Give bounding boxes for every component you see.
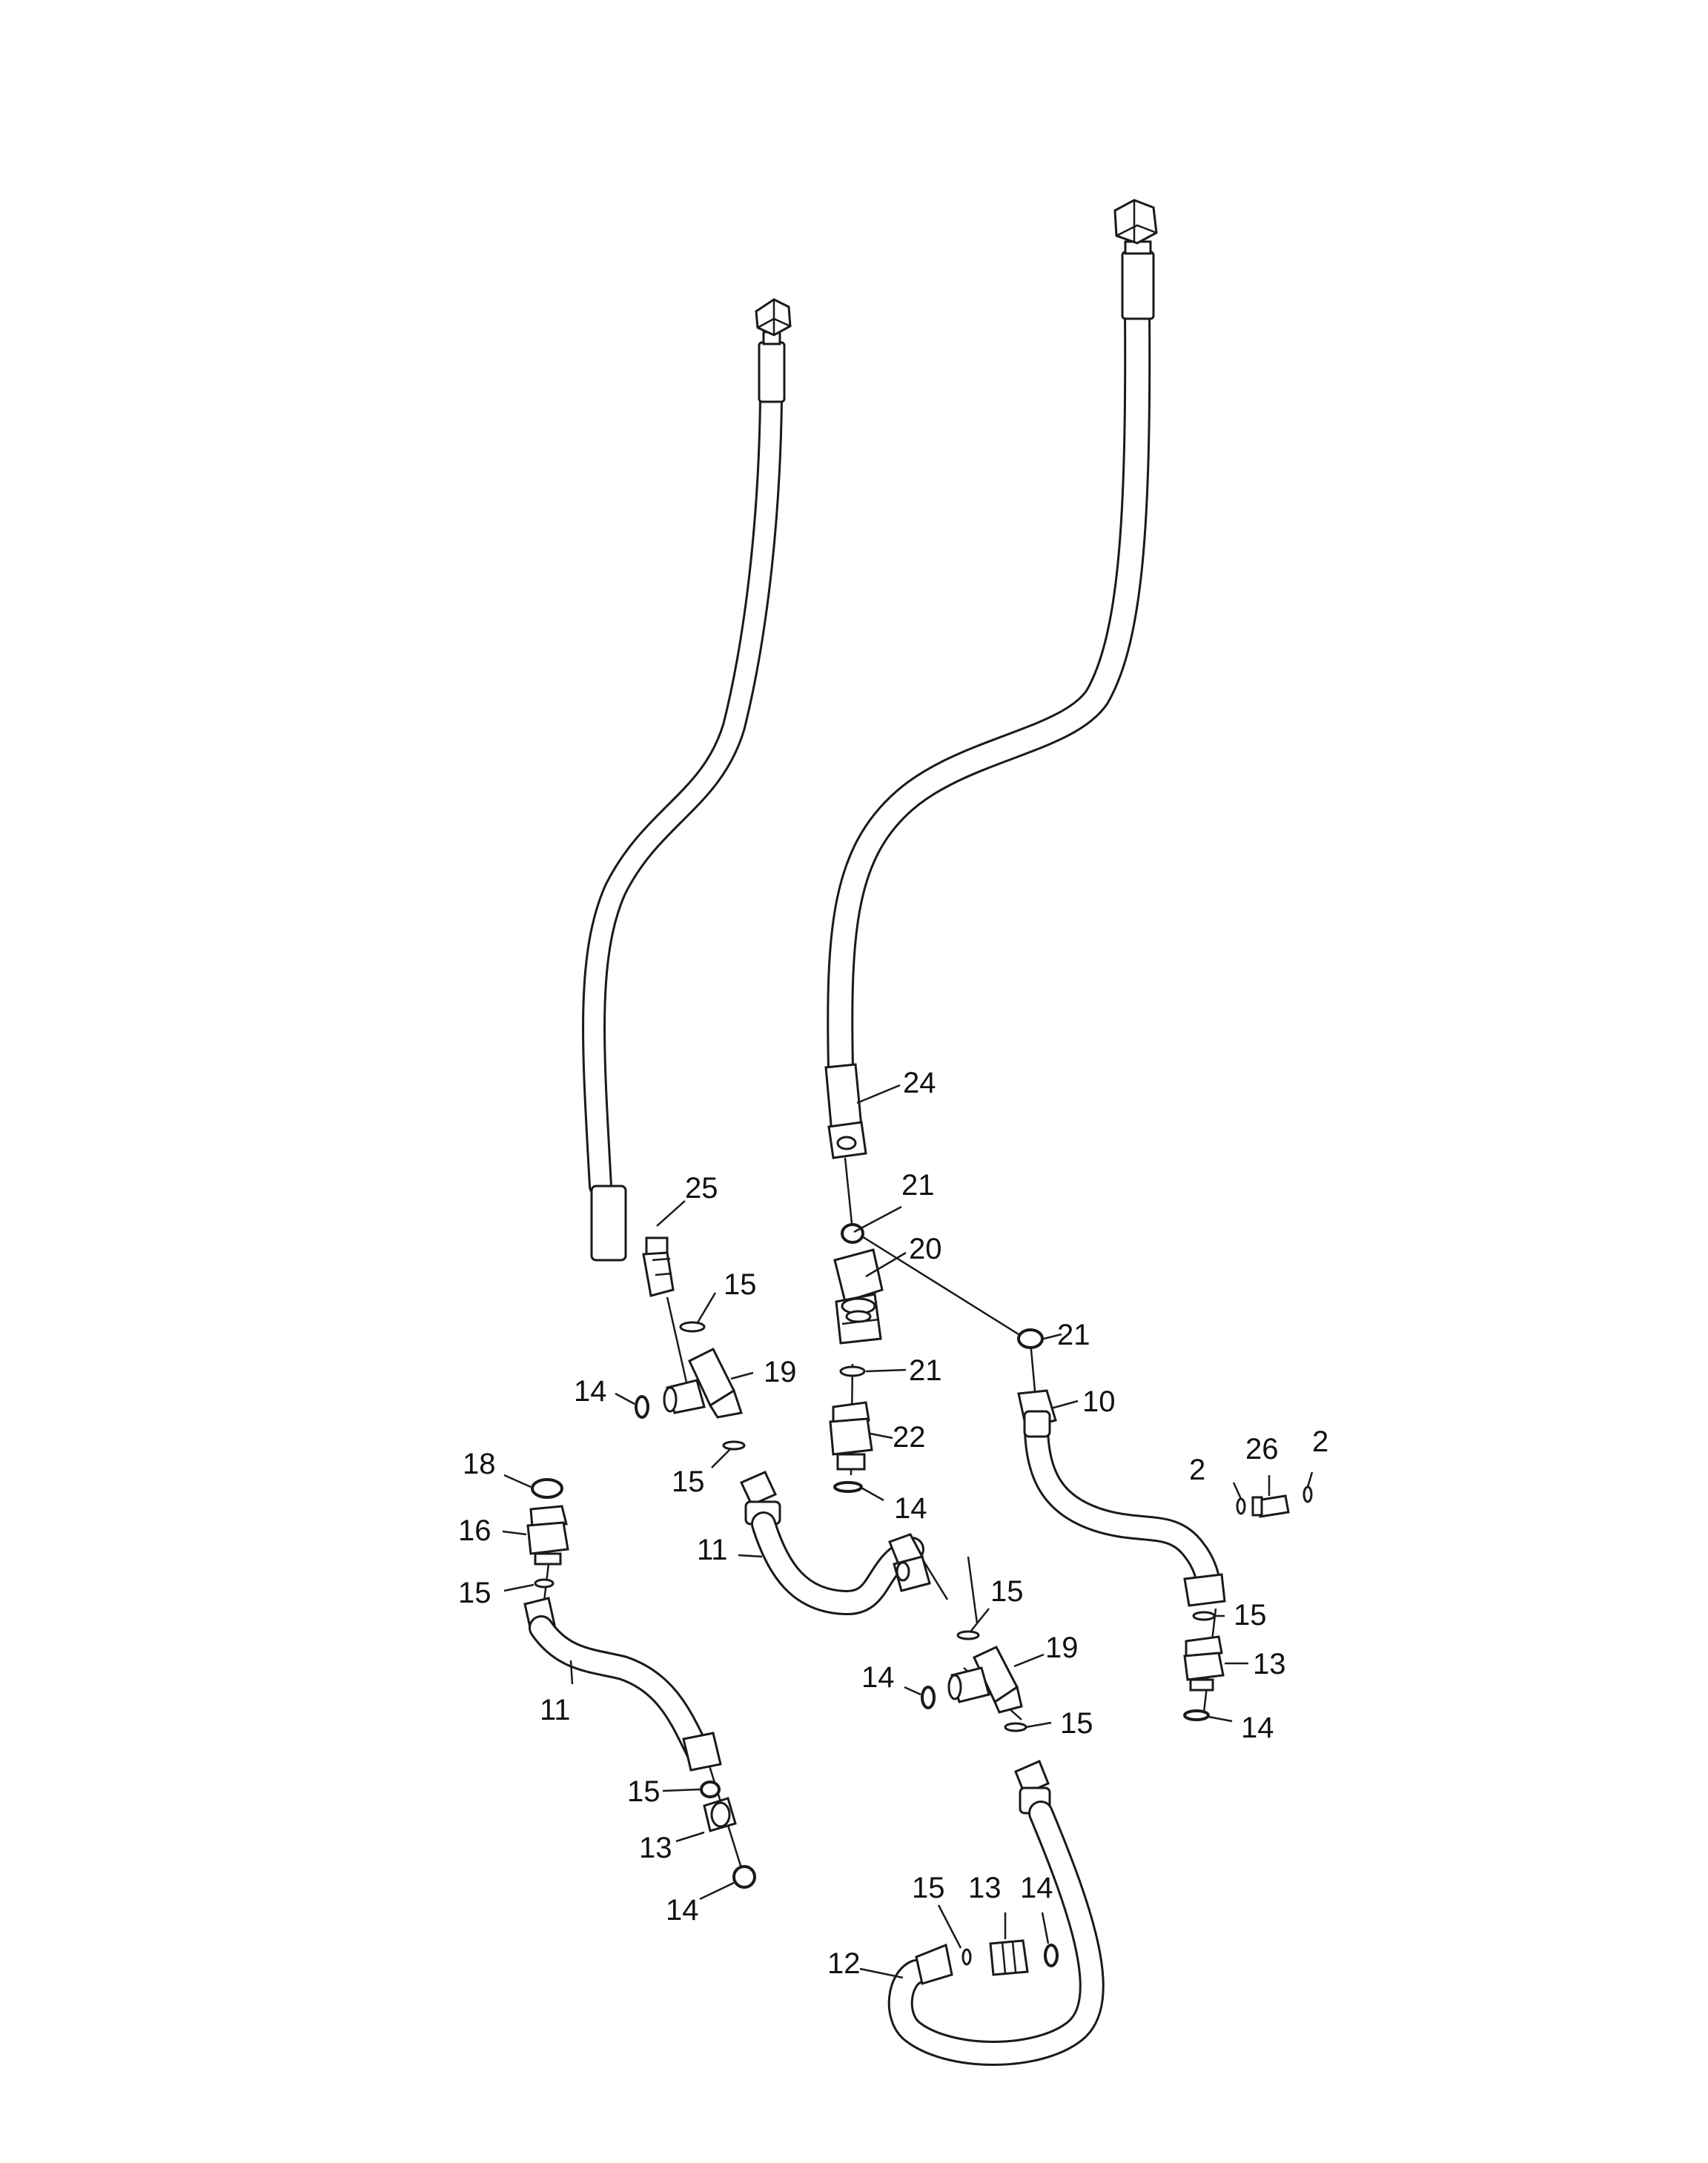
callout-14: 14 xyxy=(894,1492,927,1525)
callout-13: 13 xyxy=(968,1872,1002,1904)
callout-14: 14 xyxy=(1020,1872,1053,1904)
fitting-26 xyxy=(1236,1485,1313,1518)
callout-14: 14 xyxy=(574,1375,607,1408)
callout-11: 11 xyxy=(540,1694,571,1726)
callout-15: 15 xyxy=(1060,1707,1093,1740)
hose-25 xyxy=(582,298,792,1297)
callout-14: 14 xyxy=(861,1661,895,1694)
callout-2: 2 xyxy=(1312,1425,1328,1458)
callout-16: 16 xyxy=(458,1514,491,1547)
leader-lines xyxy=(502,1084,1314,1979)
callout-labels: 24 25 21 20 21 21 10 15 19 14 15 22 14 2… xyxy=(458,1067,1328,1980)
hose-10-right xyxy=(1017,1389,1226,1607)
callout-24: 24 xyxy=(903,1067,936,1099)
callout-15: 15 xyxy=(458,1577,491,1609)
callout-12: 12 xyxy=(827,1947,861,1980)
hose-11-center xyxy=(739,1471,931,1615)
callout-22: 22 xyxy=(893,1421,926,1454)
callout-15: 15 xyxy=(627,1775,661,1808)
hose-24 xyxy=(824,199,1158,1159)
callout-14: 14 xyxy=(1241,1712,1274,1744)
tee-fitting-19-lower xyxy=(921,1630,1027,1732)
tee-fitting-19-upper xyxy=(635,1321,746,1451)
callout-15: 15 xyxy=(1234,1599,1267,1632)
callout-19: 19 xyxy=(764,1356,797,1388)
callout-13: 13 xyxy=(639,1832,672,1864)
fitting-stack-left-bottom xyxy=(700,1781,756,1889)
callout-26: 26 xyxy=(1245,1433,1279,1465)
hose-11-left xyxy=(523,1597,722,1772)
callout-13: 13 xyxy=(1253,1648,1286,1680)
callout-21: 21 xyxy=(1057,1319,1090,1351)
callout-25: 25 xyxy=(685,1172,718,1205)
callout-15: 15 xyxy=(990,1575,1024,1608)
fitting-stack-right xyxy=(1183,1611,1225,1721)
callout-2: 2 xyxy=(1189,1454,1205,1486)
fitting-stack-left xyxy=(526,1478,569,1589)
callout-21: 21 xyxy=(901,1169,935,1202)
callout-15: 15 xyxy=(912,1872,945,1904)
callout-11: 11 xyxy=(697,1534,728,1566)
ring-21-right xyxy=(1017,1328,1044,1349)
callout-10: 10 xyxy=(1082,1385,1116,1418)
callout-18: 18 xyxy=(463,1448,496,1480)
fitting-stack-center xyxy=(829,1223,884,1493)
callout-19: 19 xyxy=(1045,1632,1079,1664)
callout-15: 15 xyxy=(672,1465,705,1498)
hose-12-bottom xyxy=(887,1760,1105,2066)
callout-21: 21 xyxy=(909,1354,942,1387)
callout-15: 15 xyxy=(724,1268,757,1301)
callout-14: 14 xyxy=(666,1894,699,1927)
callout-20: 20 xyxy=(909,1233,942,1265)
